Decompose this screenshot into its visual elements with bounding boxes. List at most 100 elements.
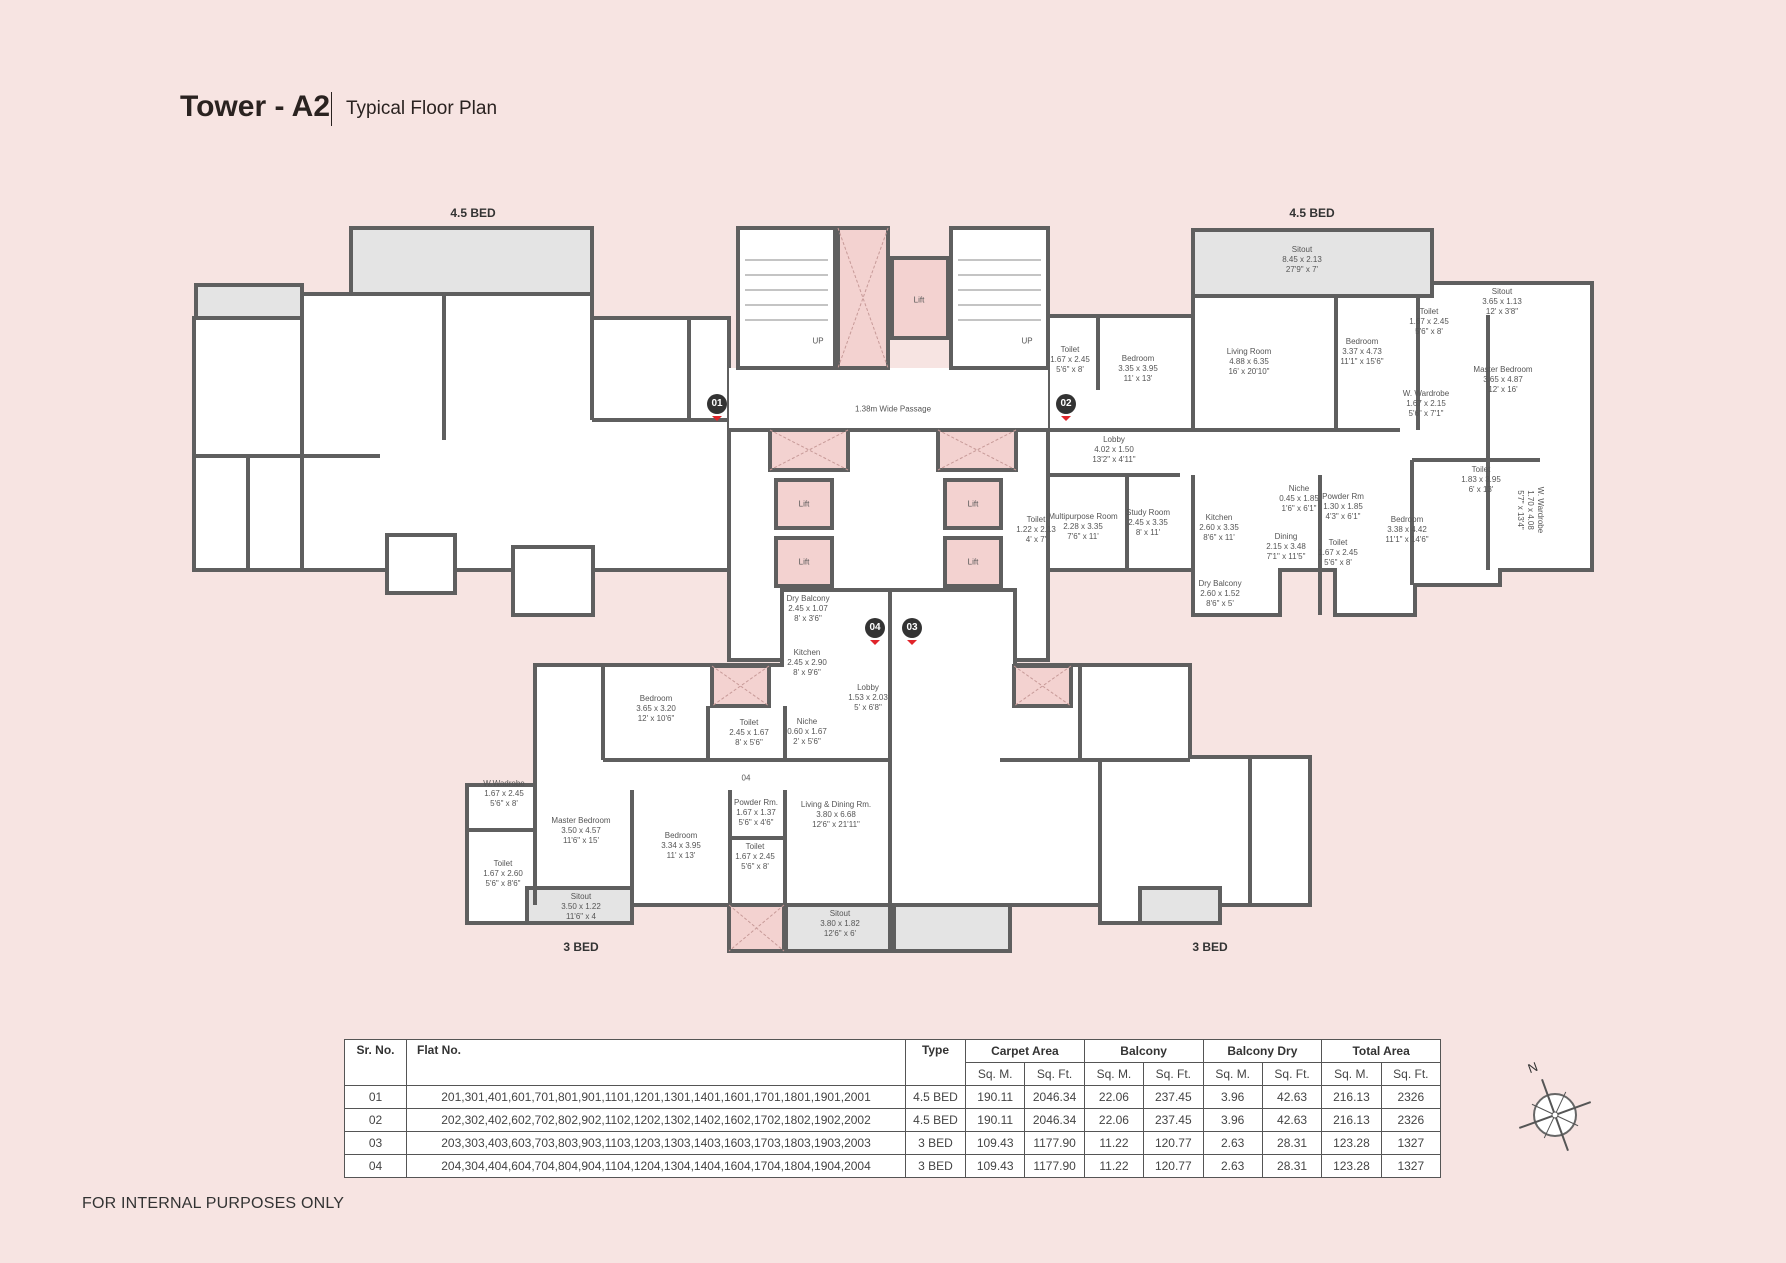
staircase bbox=[949, 226, 1050, 370]
room-metric: 2.15 x 3.48 bbox=[1266, 542, 1306, 551]
cell-total-sqft: 1327 bbox=[1380, 1131, 1442, 1155]
room-imperial: 5'6" x 8' bbox=[741, 862, 769, 871]
cell-carpet-sqft: 2046.34 bbox=[1024, 1085, 1085, 1109]
room-name: Bedroom bbox=[664, 831, 698, 840]
room-name: Sitout bbox=[829, 909, 851, 918]
room-name: W. Wardrobe bbox=[1536, 486, 1545, 534]
room-name: Sitout bbox=[570, 892, 592, 901]
cell-sr: 02 bbox=[344, 1108, 407, 1132]
sitout-balcony bbox=[194, 283, 304, 321]
room-imperial: 5'6" x 8' bbox=[1324, 558, 1352, 567]
room-metric: 3.80 x 6.68 bbox=[816, 810, 856, 819]
cell-total-sqft: 1327 bbox=[1380, 1154, 1442, 1178]
room-imperial: 5'7" x 13'4" bbox=[1516, 490, 1525, 530]
cell-total-sqm: 216.13 bbox=[1321, 1108, 1382, 1132]
room-metric: 2.45 x 3.35 bbox=[1128, 518, 1168, 527]
room-name: Toilet bbox=[739, 718, 759, 727]
room-imperial: 5'6" x 7'1" bbox=[1408, 409, 1444, 418]
room-imperial: 8' x 5'6" bbox=[735, 738, 763, 747]
room-name: Bedroom bbox=[1390, 515, 1424, 524]
room-imperial: 2' x 5'6" bbox=[793, 737, 821, 746]
room-name: Toilet bbox=[1026, 515, 1046, 524]
room-metric: 3.80 x 1.82 bbox=[820, 919, 860, 928]
cell-dry-sqm: 2.63 bbox=[1202, 1154, 1263, 1178]
lift-box bbox=[774, 478, 834, 530]
room-metric: 3.65 x 3.20 bbox=[636, 704, 676, 713]
room-name: Toilet bbox=[493, 859, 513, 868]
room-imperial: 8' x 11' bbox=[1135, 528, 1161, 537]
room-metric: 2.45 x 2.90 bbox=[787, 658, 827, 667]
room-imperial: 8'6" x 5' bbox=[1206, 599, 1234, 608]
toilet-block bbox=[385, 533, 457, 595]
room-imperial: 12' x 16' bbox=[1488, 385, 1518, 394]
room-metric: 1.67 x 1.37 bbox=[736, 808, 776, 817]
room-name: Sitout bbox=[1491, 287, 1513, 296]
room-name: Toilet bbox=[745, 842, 765, 851]
cell-carpet-sqm: 190.11 bbox=[964, 1108, 1026, 1132]
header-sqm: Sq. M. bbox=[1202, 1062, 1263, 1086]
flat-marker-03: 03 bbox=[902, 618, 922, 645]
room-name: Powder Rm bbox=[1322, 492, 1364, 501]
lift-label: Lift bbox=[798, 499, 810, 509]
room-name: Powder Rm. bbox=[733, 798, 779, 807]
lift-box bbox=[943, 536, 1003, 588]
room-name: Dining bbox=[1274, 532, 1298, 541]
cell-dry-sqft: 42.63 bbox=[1261, 1085, 1323, 1109]
room-metric: 1.67 x 2.45 bbox=[735, 852, 775, 861]
room-name: Living Room bbox=[1226, 347, 1272, 356]
page-subtitle: Typical Floor Plan bbox=[346, 98, 498, 119]
cell-total-sqm: 123.28 bbox=[1321, 1131, 1382, 1155]
room-metric: 1.67 x 2.45 bbox=[1050, 355, 1090, 364]
stair-up-label: UP bbox=[812, 336, 824, 346]
header-sqm: Sq. M. bbox=[964, 1062, 1026, 1086]
room-name: Bedroom bbox=[1121, 354, 1155, 363]
room-imperial: 7'6" x 11' bbox=[1067, 532, 1099, 541]
room-name: Kitchen bbox=[793, 648, 821, 657]
room-name: Niche bbox=[796, 717, 818, 726]
room-metric: 3.65 x 1.13 bbox=[1482, 297, 1522, 306]
room-name: Master Bedroom bbox=[1473, 365, 1533, 374]
room-name: Toilet bbox=[1419, 307, 1439, 316]
room-imperial: 11'1" x 15'6" bbox=[1340, 357, 1384, 366]
room-imperial: 12'6" x 6' bbox=[823, 929, 857, 938]
room-name: Living & Dining Rm. bbox=[800, 800, 872, 809]
staircase bbox=[736, 226, 837, 370]
shaft bbox=[768, 428, 850, 472]
unit-label-flat-02: 4.5 BED bbox=[1289, 206, 1335, 220]
room-imperial: 11' x 13' bbox=[666, 851, 696, 860]
cell-sr: 03 bbox=[344, 1131, 407, 1155]
cell-sr: 04 bbox=[344, 1154, 407, 1178]
room-metric: 1.83 x 3.95 bbox=[1461, 475, 1501, 484]
lift-label: Lift bbox=[798, 557, 810, 567]
room-imperial: 11'1" x 14'6" bbox=[1385, 535, 1429, 544]
room-imperial: 4'3" x 6'1" bbox=[1325, 512, 1361, 521]
room-name: Niche bbox=[1288, 484, 1310, 493]
flat-marker-01: 01 bbox=[707, 394, 727, 421]
lift-label: Lift bbox=[967, 557, 979, 567]
room-imperial: 8' x 9'6" bbox=[793, 668, 821, 677]
cell-carpet-sqft: 1177.90 bbox=[1024, 1154, 1085, 1178]
header-sqft: Sq. Ft. bbox=[1380, 1062, 1442, 1086]
room-imperial: 16' x 20'10" bbox=[1228, 367, 1270, 376]
cell-carpet-sqm: 109.43 bbox=[964, 1131, 1026, 1155]
cell-balcony-sqft: 237.45 bbox=[1143, 1085, 1204, 1109]
page-title: Tower - A2 bbox=[180, 90, 331, 123]
room-name: Toilet bbox=[1471, 465, 1491, 474]
